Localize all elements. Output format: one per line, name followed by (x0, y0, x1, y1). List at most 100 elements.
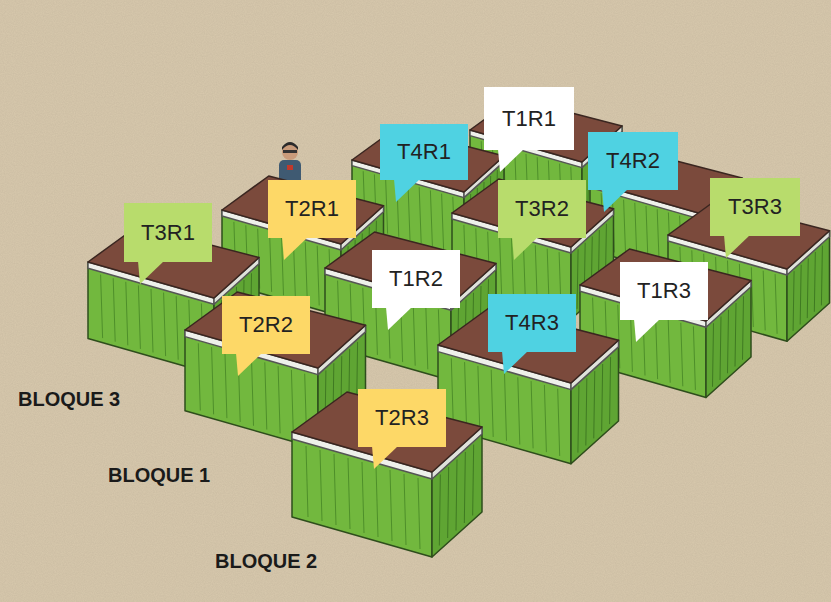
grass-hatch (265, 362, 267, 429)
block-label: BLOQUE 1 (108, 464, 210, 487)
grass-hatch (317, 246, 319, 306)
grass-hatch (464, 452, 465, 523)
grass-hatch (518, 377, 520, 444)
bubble-tail (634, 320, 660, 342)
grass-hatch (404, 474, 406, 545)
treatment-label: T3R3 (728, 196, 782, 218)
grass-hatch (500, 235, 502, 295)
grass-hatch (505, 374, 507, 441)
treatment-label: T4R1 (397, 141, 451, 163)
grass-hatch (113, 278, 115, 342)
callout-bubble: T4R2 (588, 132, 678, 190)
bubble-tail-shape (512, 237, 538, 260)
grass-hatch (668, 319, 670, 383)
grass-hatch (610, 357, 611, 424)
grass-hatch (408, 184, 410, 240)
grass-hatch (376, 466, 378, 537)
grass-hatch (442, 194, 444, 250)
bubble-tail-shape (724, 235, 750, 258)
callout-bubble: T3R2 (498, 180, 586, 238)
grass-hatch (578, 385, 579, 452)
bubble-tail (386, 308, 412, 330)
bed-soil-top (222, 176, 384, 244)
treatment-label: T3R2 (515, 198, 569, 220)
grass-hatch (418, 478, 420, 549)
bubble-tail (498, 150, 524, 172)
grass-hatch (594, 371, 595, 438)
treatment-label: T1R1 (502, 108, 556, 130)
treatment-label: T2R2 (239, 314, 293, 336)
bubble-tail-shape (394, 179, 420, 202)
grass-hatch (681, 323, 683, 387)
grass-hatch (586, 378, 587, 445)
block-label: BLOQUE 2 (215, 550, 317, 573)
grass-hatch (451, 358, 453, 425)
bubble-tail (724, 236, 750, 258)
grass-hatch (306, 446, 308, 517)
shirt-logo (287, 165, 293, 170)
grass-hatch (465, 362, 467, 429)
grass-hatch (320, 450, 322, 521)
grass-hatch (212, 347, 214, 414)
grass-hatch (763, 271, 765, 331)
grass-hatch (735, 303, 736, 367)
grass-hatch (305, 242, 307, 302)
bubble-tail-shape (372, 446, 398, 469)
bubble-tail-shape (236, 353, 262, 376)
block-label: BLOQUE 3 (18, 388, 120, 411)
bubble-tail-shape (282, 237, 308, 260)
grass-hatch (419, 187, 421, 243)
grass-hatch (386, 178, 388, 234)
grass-hatch (225, 351, 227, 418)
grass-hatch (656, 316, 658, 380)
bubble-tail-shape (634, 319, 660, 342)
grass-hatch (523, 242, 525, 302)
callout-bubble: T2R2 (222, 296, 310, 354)
treatment-label: T2R1 (285, 198, 339, 220)
bubble-tail-shape (498, 149, 524, 172)
bubble-tail (602, 190, 628, 212)
grass-hatch (743, 296, 744, 360)
bubble-tail (512, 238, 538, 260)
grass-hatch (491, 370, 493, 437)
bubble-tail (236, 354, 262, 376)
bubble-tail (502, 352, 528, 374)
bubble-tail (282, 238, 308, 260)
callout-bubble: T1R1 (484, 87, 574, 150)
grass-hatch (624, 200, 626, 256)
grass-hatch (544, 385, 546, 452)
grass-hatch (728, 310, 729, 374)
grass-hatch (278, 366, 280, 433)
callout-bubble: T1R2 (372, 250, 460, 308)
grass-hatch (473, 445, 474, 516)
grass-hatch (448, 467, 449, 538)
raised-beds (88, 98, 830, 557)
grass-hatch (151, 289, 153, 353)
bubble-tail (394, 180, 420, 202)
grass-hatch (821, 246, 822, 306)
grass-hatch (334, 454, 336, 525)
grass-hatch (176, 296, 178, 360)
grass-hatch (430, 190, 432, 246)
grass-hatch (362, 462, 364, 533)
grass-hatch (456, 460, 457, 531)
grass-hatch (439, 475, 440, 546)
grass-hatch (693, 326, 695, 390)
bubble-tail (138, 262, 164, 284)
callout-bubble: T3R3 (710, 178, 800, 236)
treatment-label: T4R2 (606, 150, 660, 172)
callout-bubble: T1R3 (620, 262, 708, 320)
grass-hatch (720, 317, 721, 381)
grass-hatch (577, 249, 578, 309)
treatment-label: T4R3 (505, 312, 559, 334)
callout-bubble: T2R3 (358, 389, 446, 447)
grass-hatch (291, 370, 293, 437)
grass-hatch (807, 258, 808, 318)
person-glasses (283, 150, 297, 153)
grass-hatch (602, 364, 603, 431)
bubble-tail-shape (138, 261, 164, 284)
callout-bubble: T3R1 (124, 203, 212, 262)
